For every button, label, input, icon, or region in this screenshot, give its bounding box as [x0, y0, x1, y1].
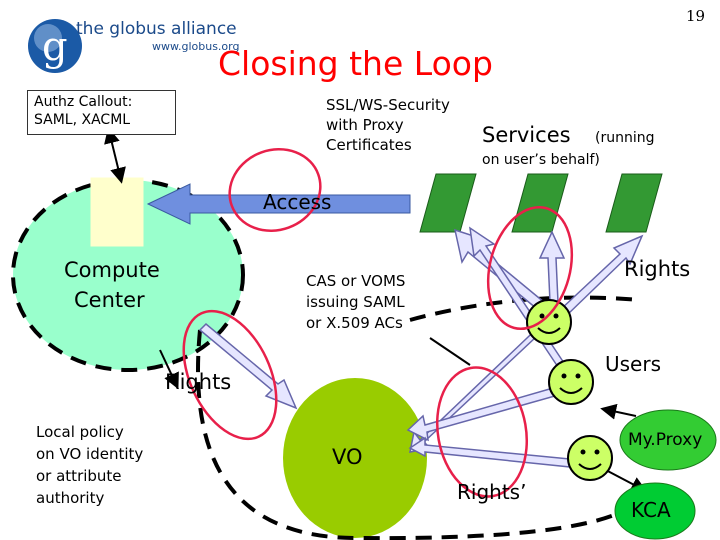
rights-top-label: Rights — [624, 257, 691, 281]
globus-logo: g the globus alliance www.globus.org — [28, 19, 239, 73]
access-label: Access — [263, 190, 332, 214]
service-block-3 — [605, 173, 663, 233]
user-face-3 — [567, 435, 613, 481]
cas-pointer — [429, 337, 471, 366]
local-policy-line-3: or attribute — [36, 467, 122, 485]
vo-dashed-loop — [196, 329, 642, 540]
cas-line-2: issuing SAML — [306, 293, 405, 311]
vo-to-user2-arrow — [406, 385, 563, 442]
services-paren: (running — [595, 130, 655, 146]
service-block-2 — [511, 173, 569, 233]
cas-line-3: or X.509 ACs — [306, 314, 403, 332]
myproxy-label: My.Proxy — [628, 430, 703, 450]
server-box — [90, 177, 144, 247]
logo-name: the globus alliance — [76, 19, 237, 39]
myproxy-ellipse — [619, 409, 717, 471]
rights-left-label: Rights — [165, 370, 232, 394]
kca-ellipse — [614, 482, 696, 540]
vo-ellipse — [283, 378, 427, 538]
authz-line-1: Authz Callout: — [34, 94, 133, 110]
authz-line-2: SAML, XACML — [34, 112, 131, 128]
face-to-service2-arrow — [538, 230, 566, 303]
highlight-ring-access — [228, 148, 322, 232]
compute-center-line-1: Compute — [64, 258, 160, 282]
services-line-2: on user’s behalf) — [482, 152, 600, 168]
vo-label: VO — [332, 445, 363, 469]
page-title: Closing the Loop — [218, 44, 493, 83]
cas-line-1: CAS or VOMS — [306, 272, 406, 290]
ssl-line-1: SSL/WS-Security — [326, 96, 450, 114]
logo-letter: g — [42, 24, 68, 70]
ssl-line-2: with Proxy — [326, 116, 404, 134]
services-label: Services — [482, 123, 571, 147]
authz-connector — [104, 127, 126, 184]
local-policy-line-1: Local policy — [36, 423, 124, 441]
users-label: Users — [605, 352, 662, 376]
ssl-line-3: Certificates — [326, 136, 412, 154]
highlight-ring-services — [486, 205, 574, 331]
vo-to-user3-arrow — [408, 436, 581, 469]
user-face-1 — [526, 299, 572, 345]
compute-to-vo-arrow — [198, 322, 298, 410]
highlight-ring-rights — [182, 309, 278, 441]
compute-center-line-2: Center — [74, 288, 145, 312]
user-face-2 — [548, 359, 594, 405]
myproxy-connector — [600, 403, 637, 420]
access-arrow — [146, 183, 411, 225]
highlight-ring-users — [435, 366, 529, 498]
logo-url: www.globus.org — [152, 40, 239, 53]
authz-callout-box: Authz Callout: SAML, XACML — [27, 90, 176, 135]
kca-label: KCA — [631, 498, 671, 522]
user-service-arrows — [198, 226, 644, 469]
rights-left-pointer — [159, 349, 179, 390]
face-to-service3-arrow — [558, 234, 644, 318]
local-policy-line-4: authority — [36, 489, 105, 507]
slide-number: 19 — [686, 7, 706, 25]
local-policy-line-2: on VO identity — [36, 445, 144, 463]
rights-prime-label: Rights’ — [457, 480, 527, 504]
service-block-1 — [419, 173, 477, 233]
